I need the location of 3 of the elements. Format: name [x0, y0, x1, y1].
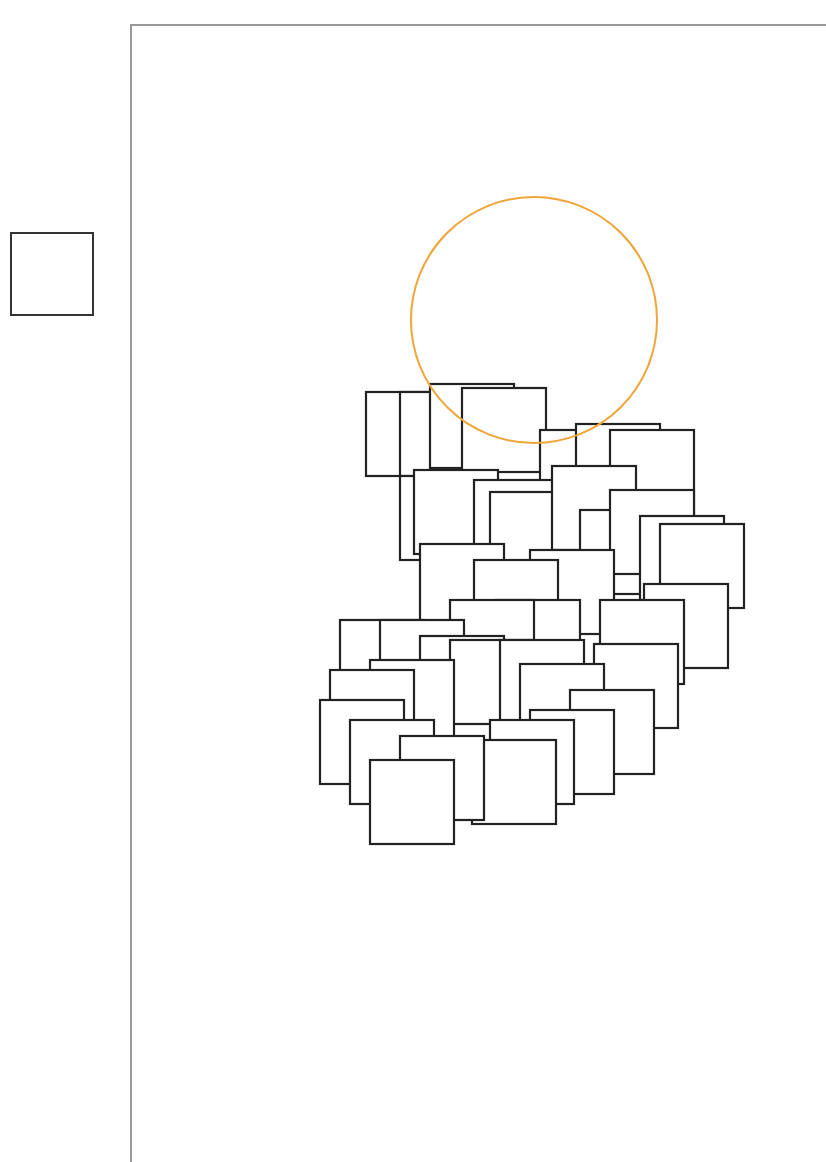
frame-outline: [130, 24, 826, 1162]
circle-outline: [410, 196, 658, 444]
square-box: [10, 232, 94, 316]
